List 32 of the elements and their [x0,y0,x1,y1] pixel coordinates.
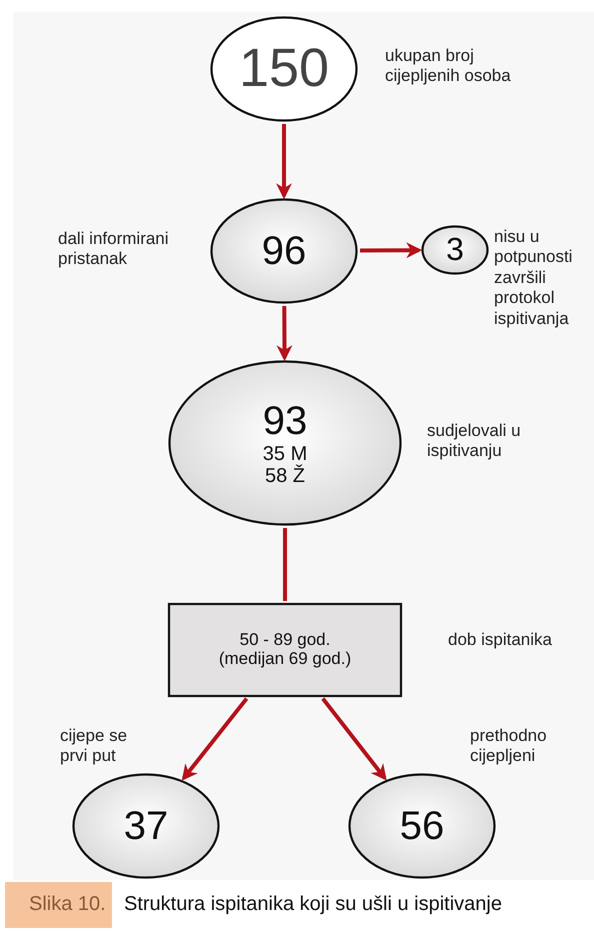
ellipse-node [210,198,358,304]
figure-number: Slika 10. [5,882,112,928]
node-annotation: cijepe se prvi put [60,726,128,767]
arrow [321,697,387,781]
ellipse-node [348,773,496,879]
arrow [182,697,248,781]
node-annotation: sudjelovali u ispitivanju [427,421,522,462]
count-number: 150 [238,39,330,99]
connector-line [283,528,287,601]
node-annotation: dali informirani pristanak [58,229,170,270]
node-annotation: dob ispitanika [448,630,553,650]
node-annotation: ukupan broj cijepljenih osoba [385,46,512,87]
ellipse-node [168,360,402,526]
ellipse-node [421,225,489,275]
count-number: 3 [446,232,464,268]
arrow [276,124,292,200]
ellipse-node [72,773,220,879]
node-annotation: nisu u potpunosti završili protokol ispitivanja [494,227,574,329]
node-text: 35 M [262,443,308,465]
node-text: 58 Ž [264,465,306,487]
node-text: 50 - 89 god. [240,631,330,650]
figure-caption: Struktura ispitanika koji su ušli u ispitivanje [124,893,502,916]
count-number: 96 [262,229,306,273]
count-number: 93 [262,399,308,443]
count-number: 37 [124,804,168,848]
arrow [276,306,292,362]
count-number: 56 [400,804,444,848]
node-text: (medijan 69 god.) [218,650,352,669]
node-annotation: prethodno cijepljeni [470,726,548,767]
arrow [360,242,422,258]
process-box [168,603,402,697]
ellipse-node [210,16,358,122]
